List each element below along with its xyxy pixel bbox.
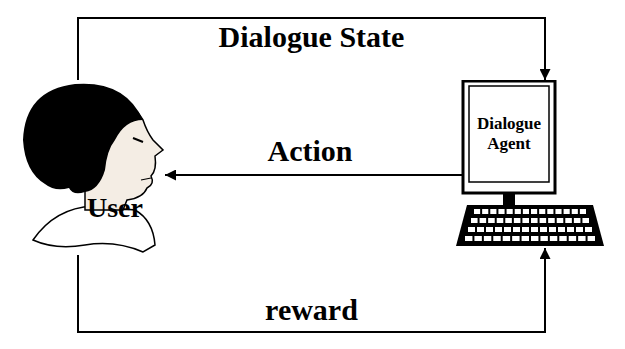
computer-box: Dialogue Agent (455, 80, 605, 248)
arrow-connector (165, 174, 463, 176)
node-label: User (67, 192, 163, 224)
computer-icon (455, 80, 605, 248)
screen-label: Dialogue Agent (471, 88, 547, 180)
arrow-connector (78, 18, 545, 80)
edge-label: reward (262, 293, 361, 326)
edge-label: Action (265, 134, 356, 167)
person-icon (15, 80, 165, 255)
arrow-connector (78, 248, 545, 332)
user-figure: User (15, 80, 165, 255)
edge-label: Dialogue State (216, 20, 408, 53)
